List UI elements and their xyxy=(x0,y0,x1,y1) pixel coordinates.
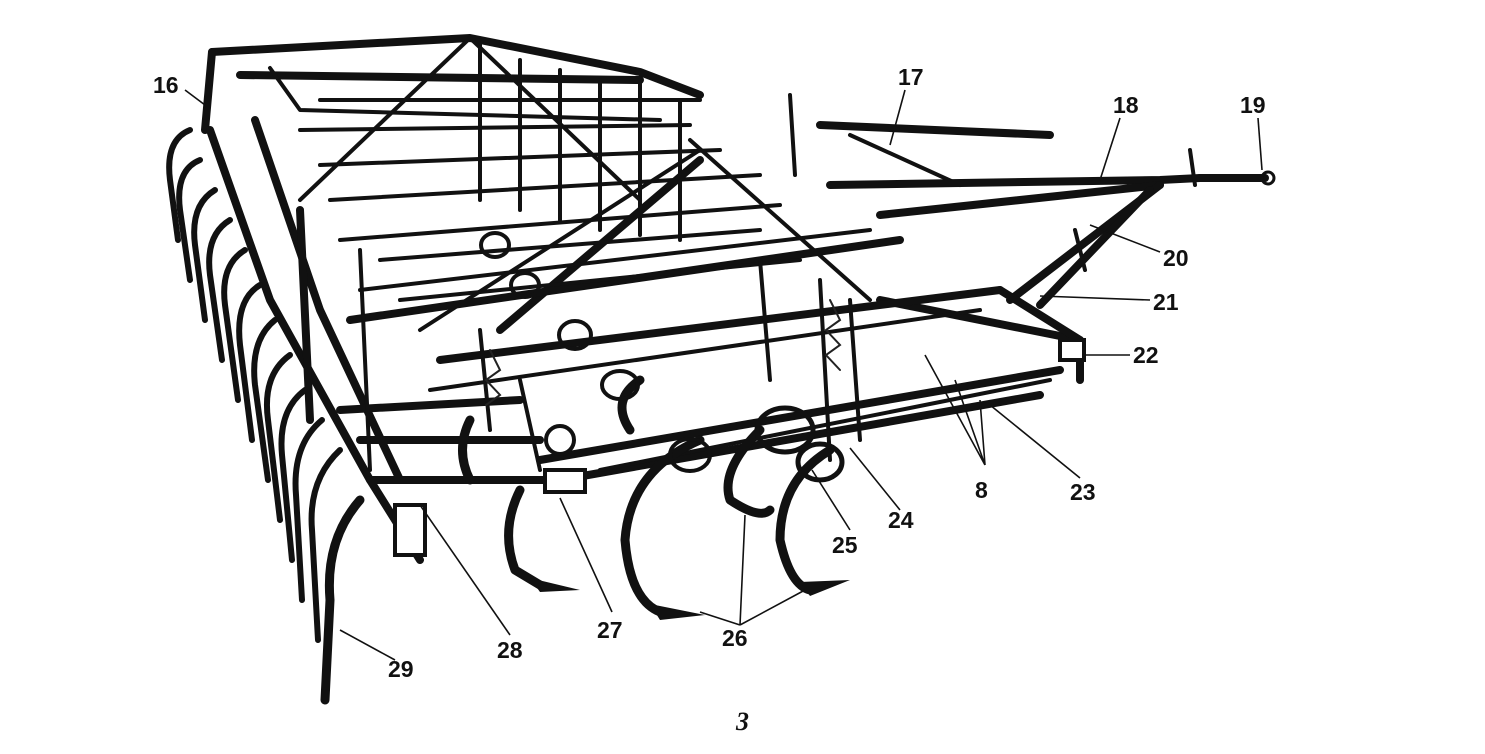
callout-29: 29 xyxy=(388,656,414,682)
leader-28 xyxy=(419,504,511,636)
callout-26: 26 xyxy=(722,625,748,651)
callout-19: 19 xyxy=(1240,92,1266,118)
leader-8 xyxy=(924,354,986,466)
callout-20: 20 xyxy=(1163,245,1189,271)
leader-25 xyxy=(811,469,851,531)
leader-20 xyxy=(1089,224,1161,253)
figure-caption: 3 xyxy=(735,707,749,736)
leader-27 xyxy=(559,497,613,613)
callout-18: 18 xyxy=(1113,92,1139,118)
leader-17 xyxy=(889,89,906,146)
leader-19 xyxy=(1257,117,1263,171)
callout-22: 22 xyxy=(1133,342,1159,368)
machine-frame xyxy=(201,34,1276,564)
leader-lines xyxy=(184,89,1263,661)
leader-24 xyxy=(849,447,901,511)
spring-tine-row xyxy=(166,127,365,705)
callout-24: 24 xyxy=(888,507,914,533)
leader-16 xyxy=(184,89,206,106)
leader-29 xyxy=(339,629,396,661)
callout-23: 23 xyxy=(1070,479,1096,505)
leader-26 xyxy=(699,514,806,626)
callout-28: 28 xyxy=(497,637,523,663)
callout-16: 16 xyxy=(153,72,179,98)
callout-25: 25 xyxy=(832,532,858,558)
callout-8: 8 xyxy=(975,477,988,503)
callout-17: 17 xyxy=(898,64,924,90)
cultivator-shanks xyxy=(458,231,850,620)
leader-23 xyxy=(989,404,1081,479)
leader-21 xyxy=(1039,295,1151,301)
callout-21: 21 xyxy=(1153,289,1179,315)
leader-18 xyxy=(1099,117,1121,181)
callout-27: 27 xyxy=(597,617,623,643)
callout-labels: 16 17 18 19 20 21 22 8 23 24 25 26 27 28… xyxy=(153,64,1266,682)
